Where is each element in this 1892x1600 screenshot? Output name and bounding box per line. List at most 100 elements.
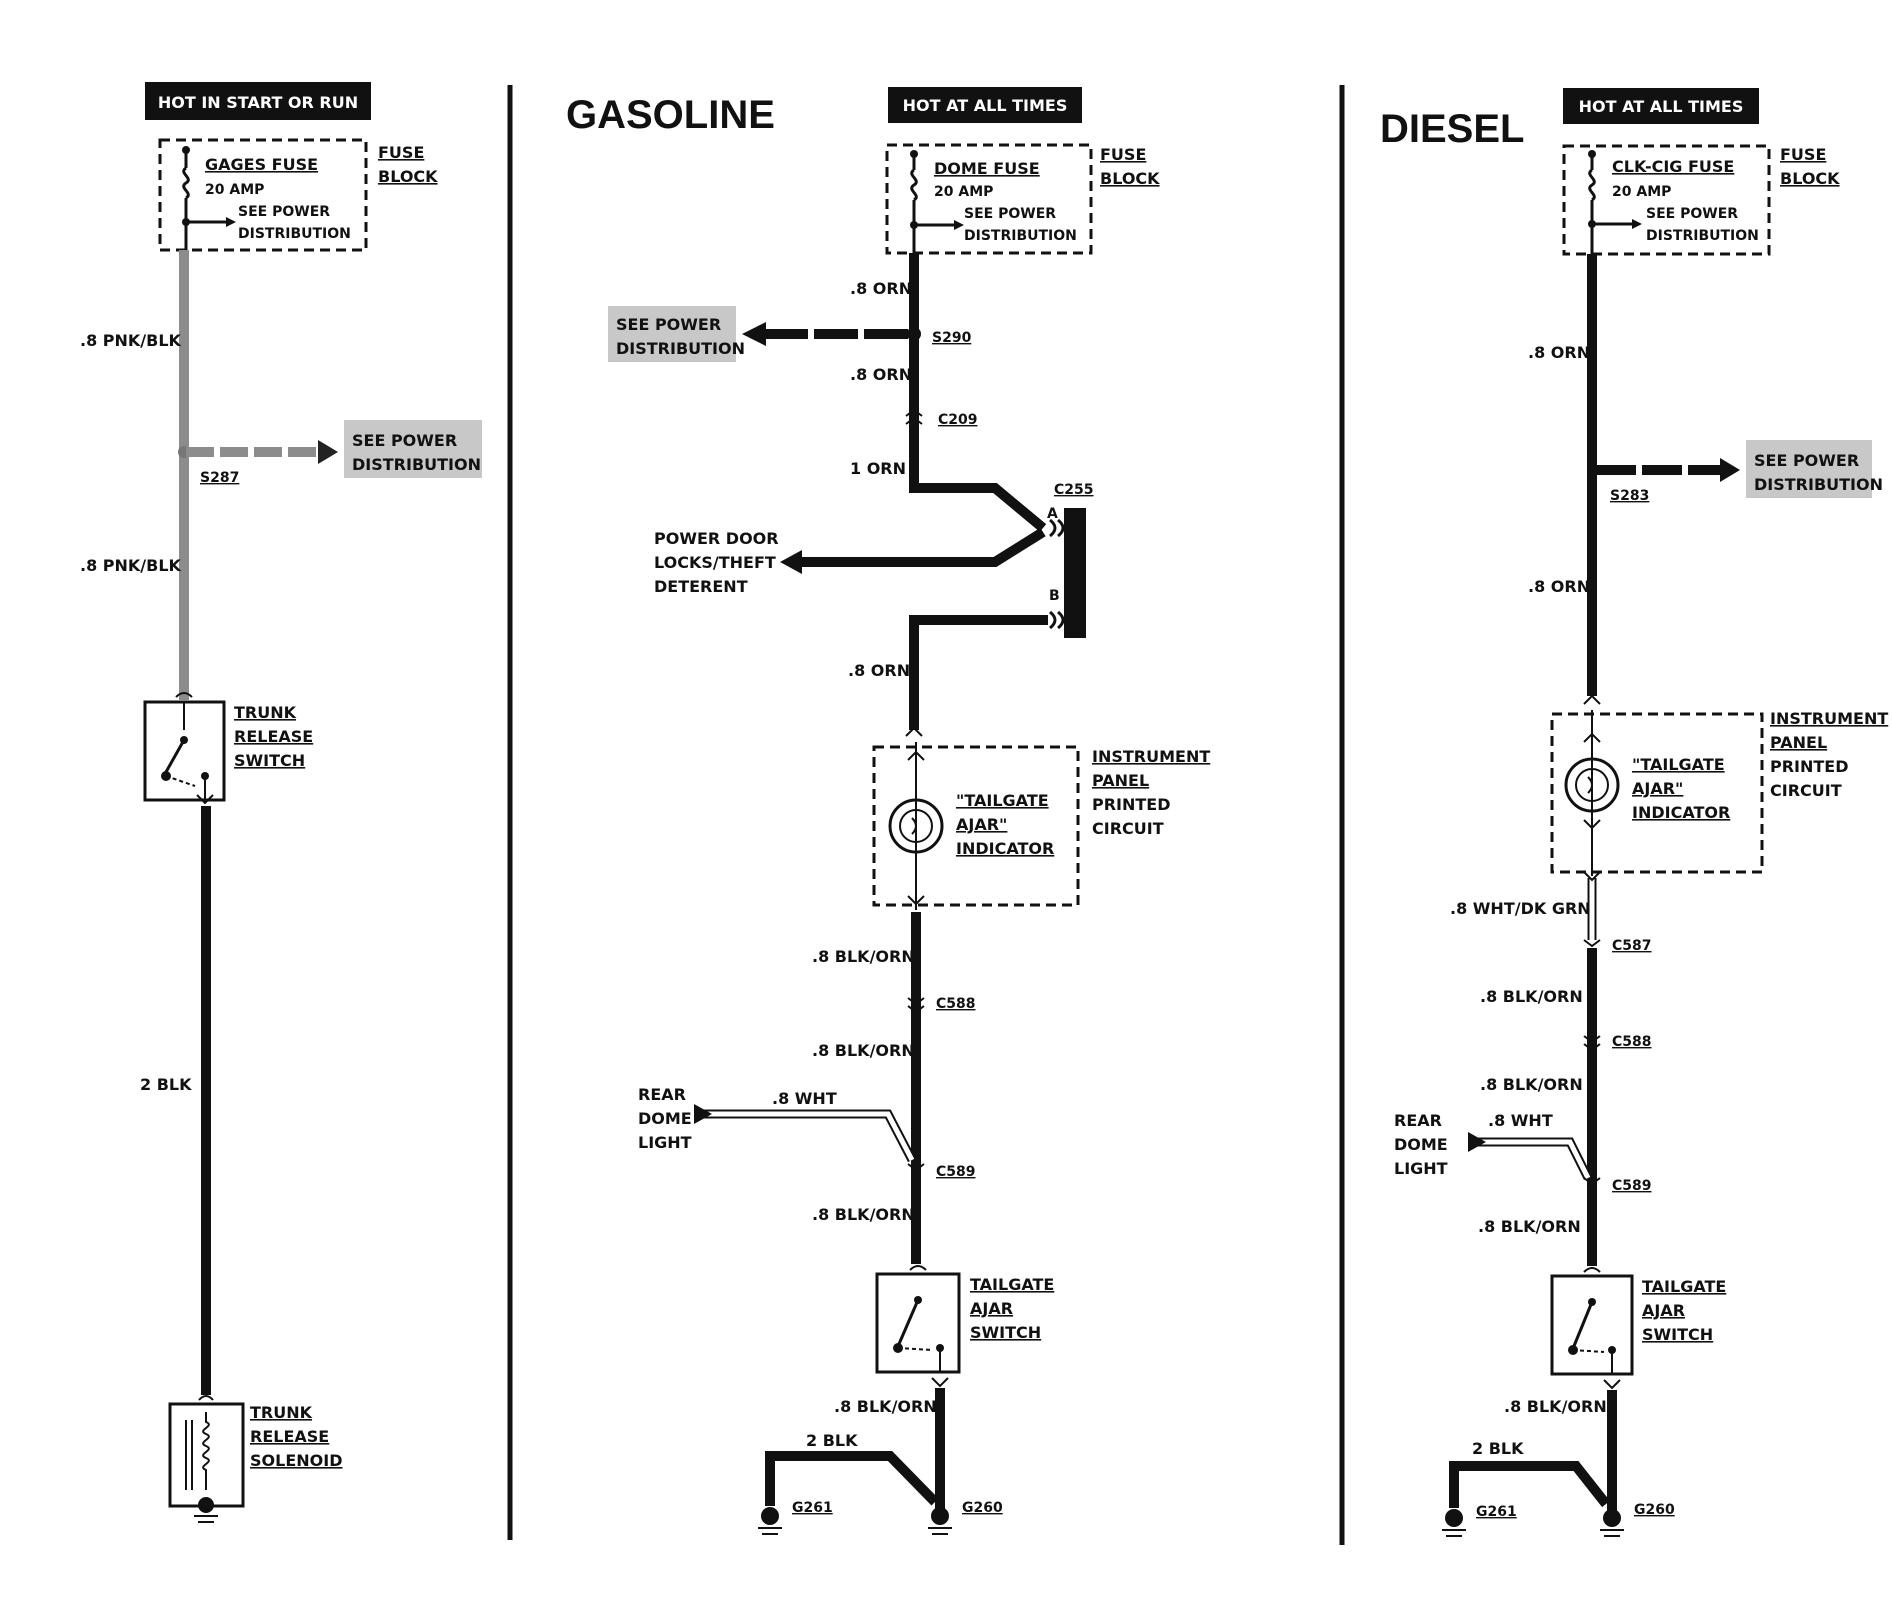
gas-wire-wht-label: .8 WHT bbox=[772, 1089, 837, 1108]
solenoid-label-2: RELEASE bbox=[250, 1427, 329, 1446]
diesel-spd-shade bbox=[1746, 440, 1872, 498]
gas-indicator-3: INDICATOR bbox=[956, 839, 1054, 858]
diesel-switch-3: SWITCH bbox=[1642, 1325, 1713, 1344]
gas-c588-label: C588 bbox=[936, 996, 976, 1012]
diesel-ip-4: CIRCUIT bbox=[1770, 781, 1842, 800]
gas-pin-b: B bbox=[1049, 588, 1060, 604]
gas-fuse-block-2: BLOCK bbox=[1100, 169, 1160, 188]
diesel-ip-3: PRINTED bbox=[1770, 757, 1849, 776]
gasoline-title: GASOLINE bbox=[566, 93, 775, 137]
solenoid-label-3: SOLENOID bbox=[250, 1451, 342, 1470]
diesel-ip-2: PANEL bbox=[1770, 733, 1827, 752]
gas-fuse-block-1: FUSE bbox=[1100, 145, 1146, 164]
gas-ip-4: CIRCUIT bbox=[1092, 819, 1164, 838]
diesel-header-box bbox=[1563, 88, 1759, 124]
gas-c255-label: C255 bbox=[1054, 482, 1094, 498]
left-fuse-box bbox=[158, 138, 368, 252]
diesel-switch-2: AJAR bbox=[1642, 1301, 1685, 1320]
gas-spd-shade bbox=[608, 306, 736, 362]
gas-fuse-distribution: DISTRIBUTION bbox=[964, 228, 1077, 244]
diesel-header: HOT AT ALL TIMES bbox=[1579, 97, 1744, 116]
gas-header: HOT AT ALL TIMES bbox=[903, 96, 1068, 115]
diesel-ip-1: INSTRUMENT bbox=[1770, 709, 1888, 728]
diesel-g260-label: G260 bbox=[1634, 1502, 1675, 1518]
diesel-spd-1: SEE POWER bbox=[1754, 451, 1859, 470]
gas-wire-wht bbox=[704, 1109, 916, 1163]
left-fuse-distribution: DISTRIBUTION bbox=[238, 226, 351, 242]
trunk-switch-label-2: RELEASE bbox=[234, 727, 313, 746]
gas-wire-i-label: 2 BLK bbox=[806, 1431, 858, 1450]
gas-wire-b-label: .8 ORN bbox=[850, 365, 912, 384]
gas-wire-2blk bbox=[765, 1451, 939, 1506]
gas-pdl-3: DETERENT bbox=[654, 577, 748, 596]
gas-wire-orn-2 bbox=[909, 615, 1048, 730]
solenoid-label-1: TRUNK bbox=[250, 1403, 313, 1422]
gas-spd-1: SEE POWER bbox=[616, 315, 721, 334]
trunk-switch-label-3: SWITCH bbox=[234, 751, 305, 770]
gas-splice-s290 bbox=[907, 327, 921, 341]
diesel-spd-2: DISTRIBUTION bbox=[1754, 475, 1883, 494]
left-spd-2: DISTRIBUTION bbox=[352, 455, 481, 474]
gas-spd-2: DISTRIBUTION bbox=[616, 339, 745, 358]
left-header-box bbox=[145, 82, 371, 120]
left-fuse-see-power: SEE POWER bbox=[238, 204, 330, 220]
diesel-c589-label: C589 bbox=[1612, 1178, 1652, 1194]
gas-wire-g-label: .8 BLK/ORN bbox=[812, 1205, 915, 1224]
diesel-indicator-bulb-icon bbox=[1564, 757, 1620, 813]
diesel-indicator-1: "TAILGATE bbox=[1632, 755, 1725, 774]
gas-instrument-panel bbox=[872, 745, 1080, 907]
gas-ip-2: PANEL bbox=[1092, 771, 1149, 790]
left-fuse-amp: 20 AMP bbox=[205, 182, 264, 198]
gas-g261-label: G261 bbox=[792, 1500, 833, 1516]
gas-ip-3: PRINTED bbox=[1092, 795, 1171, 814]
diesel-c588-label: C588 bbox=[1612, 1034, 1652, 1050]
gas-switch-2: AJAR bbox=[970, 1299, 1013, 1318]
gas-wire-c-label: 1 ORN bbox=[850, 459, 906, 478]
fuse-icon bbox=[1588, 168, 1596, 202]
gas-pdl-2: LOCKS/THEFT bbox=[654, 553, 776, 572]
diesel-rdl-2: DOME bbox=[1394, 1135, 1448, 1154]
diesel-fuse-block-2: BLOCK bbox=[1780, 169, 1840, 188]
diesel-fuse-block-1: FUSE bbox=[1780, 145, 1826, 164]
diesel-wire-b-label: .8 ORN bbox=[1528, 577, 1590, 596]
diesel-fuse-amp: 20 AMP bbox=[1612, 184, 1671, 200]
gas-fuse-name: DOME FUSE bbox=[934, 159, 1040, 178]
gas-fuse-see-power: SEE POWER bbox=[964, 206, 1056, 222]
gas-c209-label: C209 bbox=[938, 412, 978, 428]
gas-fuse-box bbox=[885, 143, 1093, 255]
left-ground-icon bbox=[198, 1497, 214, 1513]
fuse-icon bbox=[182, 166, 190, 200]
left-fuse-name: GAGES FUSE bbox=[205, 155, 318, 174]
left-spd-shade bbox=[344, 420, 482, 478]
gas-indicator-bulb-icon bbox=[888, 798, 944, 854]
gas-rdl-2: DOME bbox=[638, 1109, 692, 1128]
ground-icon-g261 bbox=[761, 1507, 779, 1525]
diesel-wire-c-label: .8 WHT/DK GRN bbox=[1450, 899, 1591, 918]
diesel-switch-1: TAILGATE bbox=[1642, 1277, 1726, 1296]
gas-indicator-2: AJAR" bbox=[956, 815, 1007, 834]
diesel-rdl-1: REAR bbox=[1394, 1111, 1442, 1130]
left-wire3-label: 2 BLK bbox=[140, 1075, 192, 1094]
gas-rdl-1: REAR bbox=[638, 1085, 686, 1104]
gas-connector-c255 bbox=[1064, 508, 1086, 638]
gas-ip-1: INSTRUMENT bbox=[1092, 747, 1210, 766]
left-wire2-label: .8 PNK/BLK bbox=[80, 556, 182, 575]
left-header: HOT IN START OR RUN bbox=[158, 93, 358, 112]
diesel-wire-d-label: .8 BLK/ORN bbox=[1480, 987, 1583, 1006]
diesel-instrument-panel bbox=[1550, 712, 1764, 874]
gas-wire-orn bbox=[909, 253, 1047, 532]
diesel-fuse-see-power: SEE POWER bbox=[1646, 206, 1738, 222]
diesel-g261-label: G261 bbox=[1476, 1504, 1517, 1520]
diesel-splice-label: S283 bbox=[1610, 488, 1649, 504]
left-spd-1: SEE POWER bbox=[352, 431, 457, 450]
gas-g260-label: G260 bbox=[962, 1500, 1003, 1516]
gas-wire-f-label: .8 BLK/ORN bbox=[812, 1041, 915, 1060]
ground-icon-g261 bbox=[1445, 1509, 1463, 1527]
gas-switch-1: TAILGATE bbox=[970, 1275, 1054, 1294]
diesel-fuse-name: CLK-CIG FUSE bbox=[1612, 157, 1734, 176]
gas-tailgate-ajar-switch bbox=[875, 1272, 961, 1374]
diesel-circuit: DIESEL HOT AT ALL TIMES CLK-CIG FUSE 20 … bbox=[1380, 88, 1888, 1537]
ground-icon-g260 bbox=[931, 1507, 949, 1525]
left-fuse-block-1: FUSE bbox=[378, 143, 424, 162]
